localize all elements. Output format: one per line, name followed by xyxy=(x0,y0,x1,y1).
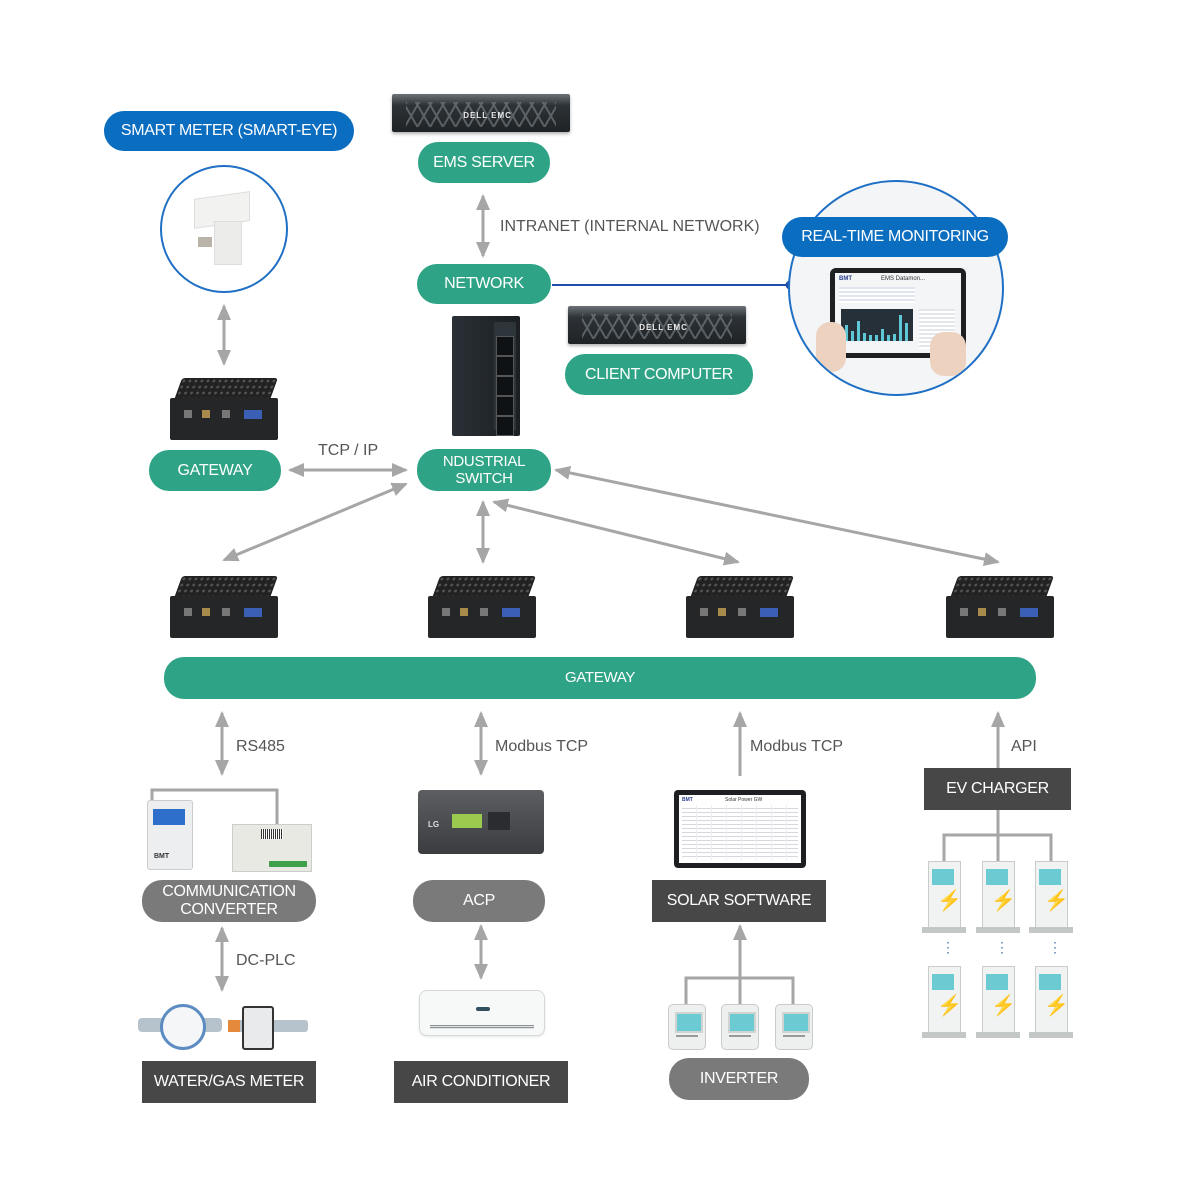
solar-software-label: SOLAR SOFTWARE xyxy=(652,880,826,922)
monitor-chart xyxy=(841,309,913,341)
inverter-device-3 xyxy=(775,1004,813,1050)
industrial-switch-label: NDUSTRIAL SWITCH xyxy=(417,449,551,491)
dc-plc-label: DC-PLC xyxy=(236,952,296,969)
ev-charger-unit: ⚡ xyxy=(922,966,966,1038)
lightning-icon: ⚡ xyxy=(1044,890,1069,912)
tcp-ip-label: TCP / IP xyxy=(318,442,379,459)
acp-device-image: LG xyxy=(418,790,544,854)
arrow-switch-gw4 xyxy=(554,465,1000,567)
smart-meter-image xyxy=(160,165,288,293)
air-conditioner-image xyxy=(419,990,545,1036)
lightning-icon: ⚡ xyxy=(937,890,962,912)
ev-charger-unit: ⚡ xyxy=(1029,966,1073,1038)
ev-charger-unit: ⚡ xyxy=(922,861,966,933)
communication-converter-label: COMMUNICATION CONVERTER xyxy=(142,880,316,922)
lightning-icon: ⚡ xyxy=(991,890,1016,912)
realtime-monitoring-image: BMT EMS Datamon... xyxy=(788,180,1004,396)
ellipsis-icon: ⋮ xyxy=(941,939,955,955)
gateway-device-4 xyxy=(946,576,1055,638)
client-computer-image: DELL EMC xyxy=(568,306,746,344)
ev-wire xyxy=(942,833,1053,862)
gateway-device-3 xyxy=(686,576,795,638)
modbus-acp-label: Modbus TCP xyxy=(495,738,589,755)
gateway-device-2 xyxy=(428,576,537,638)
gateway-bar: GATEWAY xyxy=(164,657,1036,699)
inverter-device-1 xyxy=(668,1004,706,1050)
acp-label: ACP xyxy=(413,880,545,922)
ev-charger-unit: ⚡ xyxy=(976,861,1020,933)
converter-device-2 xyxy=(232,824,312,872)
realtime-monitoring-label: REAL-TIME MONITORING xyxy=(782,217,1008,257)
industrial-switch-image xyxy=(452,316,520,436)
arrow-switch-gw3 xyxy=(492,498,740,566)
ems-server-label: EMS SERVER xyxy=(418,142,550,183)
gateway-left-label: GATEWAY xyxy=(149,450,281,491)
water-gas-meter-label: WATER/GAS METER xyxy=(142,1061,316,1103)
ev-charger-label: EV CHARGER xyxy=(924,768,1071,810)
inverter-device-2 xyxy=(721,1004,759,1050)
network-label: NETWORK xyxy=(417,264,551,304)
ellipsis-icon: ⋮ xyxy=(995,939,1009,955)
ev-charger-unit: ⚡ xyxy=(1029,861,1073,933)
ems-server-image: DELL EMC xyxy=(392,94,570,132)
lightning-icon: ⚡ xyxy=(1044,995,1069,1017)
inverter-label: INVERTER xyxy=(669,1058,809,1100)
smart-meter-label: SMART METER (SMART-EYE) xyxy=(104,111,354,151)
converter-device-1: BMT xyxy=(147,800,193,870)
ellipsis-icon: ⋮ xyxy=(1048,939,1062,955)
intranet-label: INTRANET (INTERNAL NETWORK) xyxy=(500,218,760,235)
client-computer-label: CLIENT COMPUTER xyxy=(565,354,753,395)
hand-right xyxy=(930,332,966,376)
solar-software-screen: BMT Solar Power GW xyxy=(674,790,806,868)
inverter-wire xyxy=(684,976,795,1006)
monitoring-tablet: BMT EMS Datamon... xyxy=(830,268,966,358)
gateway-device-1 xyxy=(170,576,279,638)
arrow-switch-gw1 xyxy=(222,482,408,562)
hand-left xyxy=(816,322,846,372)
ev-charger-unit: ⚡ xyxy=(976,966,1020,1038)
api-label: API xyxy=(1011,738,1037,755)
modbus-solar-label: Modbus TCP xyxy=(750,738,844,755)
air-conditioner-label: AIR CONDITIONER xyxy=(394,1061,568,1103)
gateway-device-left xyxy=(170,378,279,440)
lightning-icon: ⚡ xyxy=(991,995,1016,1017)
lightning-icon: ⚡ xyxy=(937,995,962,1017)
rs485-label: RS485 xyxy=(236,738,285,755)
